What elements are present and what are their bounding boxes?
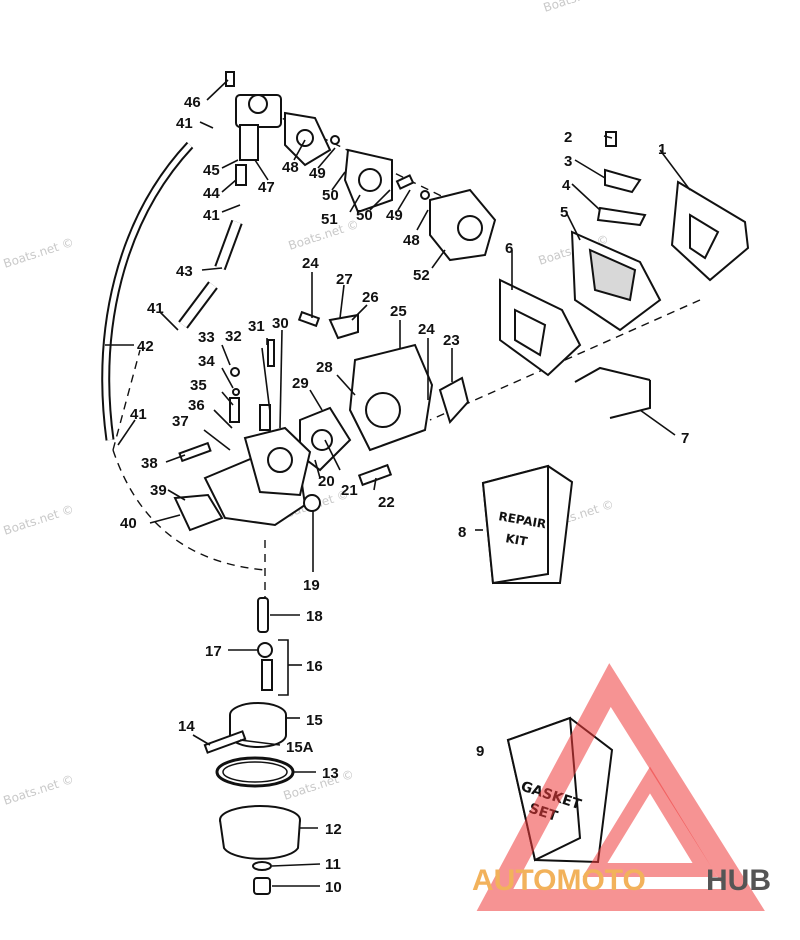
callout-38: 38: [141, 455, 158, 472]
callout-48: 48: [403, 232, 420, 249]
callout-5: 5: [560, 204, 568, 221]
callout-20: 20: [318, 473, 335, 490]
callout-24: 24: [302, 255, 319, 272]
callout-28: 28: [316, 359, 333, 376]
watermark: Boats.net ©: [2, 772, 76, 808]
callout-15: 15: [306, 712, 323, 729]
callout-48: 48: [282, 159, 299, 176]
callout-17: 17: [205, 643, 222, 660]
callout-14: 14: [178, 718, 195, 735]
callout-39: 39: [150, 482, 167, 499]
brand-text-automoto: AUTOMOTO: [472, 864, 646, 897]
callout-10: 10: [325, 879, 342, 896]
callout-47: 47: [258, 179, 275, 196]
callout-29: 29: [292, 375, 309, 392]
watermark: Boats.net ©: [542, 0, 616, 15]
float-bowl-assembly: [203, 597, 301, 895]
callout-31: 31: [248, 318, 265, 335]
callout-41: 41: [203, 207, 220, 224]
callout-labels: 46 41 45 44 41 43 41 42 41 47 48 49 50 5…: [120, 94, 689, 896]
callout-46: 46: [184, 94, 201, 111]
brand-text-hub: HUB: [706, 864, 771, 897]
callout-9: 9: [476, 743, 484, 760]
fuel-pump-assembly: [225, 71, 497, 262]
callout-49: 49: [386, 207, 403, 224]
callout-41: 41: [176, 115, 193, 132]
fuel-hose-42-inner: [103, 143, 192, 441]
fuel-hose-42: [101, 141, 194, 441]
callout-18: 18: [306, 608, 323, 625]
callout-45: 45: [203, 162, 220, 179]
watermark: Boats.net ©: [2, 502, 76, 538]
callout-32: 32: [225, 328, 242, 345]
callout-41: 41: [130, 406, 147, 423]
callout-12: 12: [325, 821, 342, 838]
repair-kit-label-2: KIT: [504, 531, 529, 549]
callout-24: 24: [418, 321, 435, 338]
callout-1: 1: [658, 141, 666, 158]
callout-11: 11: [325, 856, 341, 873]
callout-41: 41: [147, 300, 164, 317]
callout-13: 13: [322, 765, 339, 782]
callout-36: 36: [188, 397, 205, 414]
callout-22: 22: [378, 494, 395, 511]
callout-35: 35: [190, 377, 207, 394]
callout-15A: 15A: [286, 739, 314, 756]
callout-27: 27: [336, 271, 353, 288]
callout-16: 16: [306, 658, 323, 675]
callout-40: 40: [120, 515, 137, 532]
automotohub-logo: AUTOMOTO HUB: [472, 663, 771, 911]
callout-23: 23: [443, 332, 460, 349]
callout-51: 51: [321, 211, 338, 228]
reed-valve-assembly: [499, 131, 750, 419]
intake-manifold: [297, 310, 470, 487]
watermark: Boats.net ©: [2, 235, 76, 271]
repair-kit-box: REPAIR KIT: [481, 464, 574, 585]
callout-26: 26: [362, 289, 379, 306]
callout-19: 19: [303, 577, 320, 594]
leader-lines: [105, 79, 691, 887]
callout-25: 25: [390, 303, 407, 320]
callout-6: 6: [505, 240, 513, 257]
carburetor-body: [173, 339, 321, 532]
callout-30: 30: [272, 315, 289, 332]
callout-7: 7: [681, 430, 689, 447]
callout-2: 2: [564, 129, 572, 146]
callout-44: 44: [203, 185, 220, 202]
callout-42: 42: [137, 338, 154, 355]
callout-50: 50: [322, 187, 339, 204]
callout-8: 8: [458, 524, 466, 541]
callout-34: 34: [198, 353, 215, 370]
callout-21: 21: [341, 482, 358, 499]
callout-37: 37: [172, 413, 189, 430]
callout-33: 33: [198, 329, 215, 346]
callout-49: 49: [309, 165, 326, 182]
callout-43: 43: [176, 263, 193, 280]
callout-50: 50: [356, 207, 373, 224]
callout-4: 4: [562, 177, 571, 194]
callout-3: 3: [564, 153, 572, 170]
callout-52: 52: [413, 267, 430, 284]
